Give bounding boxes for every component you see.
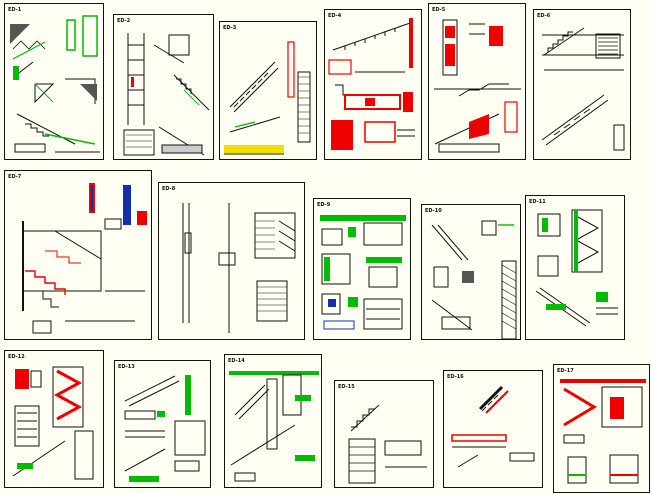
sheet-code: ED-17 <box>557 368 574 374</box>
stair-detail-drawing <box>348 404 427 484</box>
sheet-header: ED-4 <box>328 13 344 19</box>
sheet-header: ED-9 <box>317 202 333 208</box>
sheet-code: ED-13 <box>118 364 135 370</box>
stair-detail-drawing <box>320 215 406 330</box>
sheet-code: ED-9 <box>317 202 331 208</box>
sheet-header: ED-5 <box>432 7 448 13</box>
sheet-header: ED-17 <box>557 368 577 374</box>
drawing-sheet-13[interactable]: ED-13 <box>114 360 211 488</box>
sheet-header: ED-12 <box>8 354 28 360</box>
sheet-code: ED-10 <box>425 208 442 214</box>
sheet-code: ED-5 <box>432 7 446 13</box>
sheet-code: ED-15 <box>338 384 355 390</box>
sheet-code: ED-8 <box>162 186 176 192</box>
drawing-sheet-10[interactable]: ED-10 <box>421 204 521 340</box>
sheet-header: ED-11 <box>529 199 549 205</box>
sheet-header: ED-15 <box>338 384 358 390</box>
sheet-header: ED-8 <box>162 186 178 192</box>
sheet-code: ED-2 <box>117 18 131 24</box>
drawing-sheet-7[interactable]: ED-7 <box>4 170 152 340</box>
sheet-header: ED-7 <box>8 174 24 180</box>
drawing-sheet-4[interactable]: ED-4 <box>324 9 422 160</box>
sheet-header: ED-10 <box>425 208 445 214</box>
stair-detail-drawing <box>224 41 311 155</box>
sheet-header: ED-14 <box>228 358 248 364</box>
drawing-sheet-6[interactable]: ED-6 <box>533 9 631 160</box>
stair-detail-drawing <box>328 18 415 150</box>
drawing-sheet-17[interactable]: ED-17 <box>553 364 650 493</box>
stair-railing-drawing <box>22 183 147 334</box>
stair-detail-drawing <box>541 27 625 151</box>
drawing-sheet-1[interactable]: ED-1 <box>4 3 104 160</box>
sheet-code: ED-3 <box>223 25 237 31</box>
sheet-header: ED-13 <box>118 364 138 370</box>
stair-detail-drawing <box>434 19 521 153</box>
drawing-sheet-15[interactable]: ED-15 <box>334 380 434 488</box>
drawing-sheet-2[interactable]: ED-2 <box>113 14 214 160</box>
stair-detail-drawing <box>123 33 210 156</box>
stair-plan-drawing <box>182 203 296 333</box>
sheet-header: ED-2 <box>117 18 133 24</box>
sheet-code: ED-6 <box>537 13 551 19</box>
stair-detail-drawing <box>12 366 94 480</box>
sheet-header: ED-6 <box>537 13 553 19</box>
stair-detail-drawing <box>10 15 100 153</box>
sheet-code: ED-4 <box>328 13 342 19</box>
sheet-code: ED-16 <box>447 374 464 380</box>
sheet-header: ED-1 <box>8 7 24 13</box>
sheet-code: ED-14 <box>228 358 245 364</box>
drawing-sheet-9[interactable]: ED-9 <box>313 198 411 340</box>
drawing-sheet-12[interactable]: ED-12 <box>4 350 104 488</box>
drawing-sheet-14[interactable]: ED-14 <box>224 354 322 488</box>
sheet-code: ED-1 <box>8 7 22 13</box>
stair-detail-drawing <box>124 375 206 482</box>
stair-detail-drawing <box>451 385 535 468</box>
sheet-code: ED-12 <box>8 354 25 360</box>
stair-detail-drawing <box>229 371 319 482</box>
stair-detail-drawing <box>535 209 618 327</box>
stair-detail-drawing <box>431 220 517 340</box>
drawing-sheet-3[interactable]: ED-3 <box>219 21 317 160</box>
sheet-header: ED-3 <box>223 25 239 31</box>
sheet-code: ED-7 <box>8 174 22 180</box>
drawing-sheet-11[interactable]: ED-11 <box>525 195 625 340</box>
drawing-sheet-5[interactable]: ED-5 <box>428 3 526 160</box>
drawing-sheet-8[interactable]: ED-8 <box>158 182 305 340</box>
stair-detail-drawing <box>560 379 646 484</box>
sheet-code: ED-11 <box>529 199 546 205</box>
sheet-header: ED-16 <box>447 374 467 380</box>
drawing-sheet-16[interactable]: ED-16 <box>443 370 543 488</box>
